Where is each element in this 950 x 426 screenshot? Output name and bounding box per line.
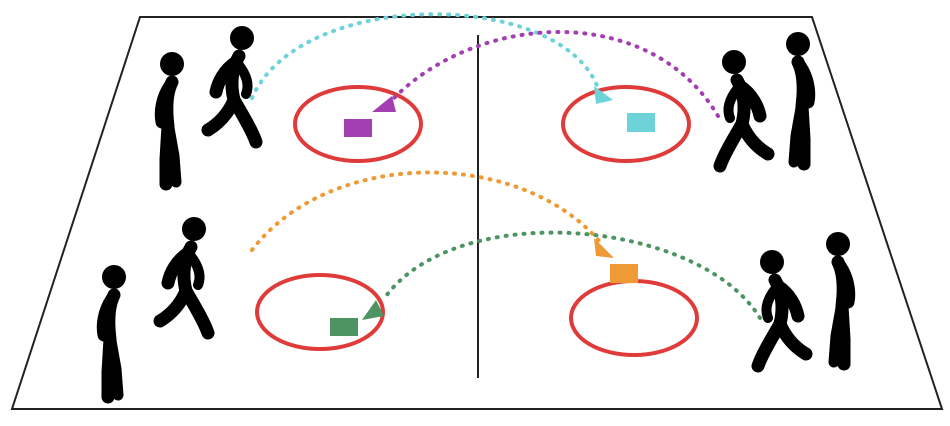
orange-marker bbox=[610, 264, 638, 283]
cyan-arrowhead bbox=[594, 86, 613, 104]
green-throw-arc bbox=[384, 230, 762, 320]
purple-marker bbox=[344, 119, 372, 137]
zone-left-top bbox=[293, 85, 423, 163]
cyan-throw-arc bbox=[250, 12, 600, 100]
orange-throw-arc bbox=[250, 170, 602, 252]
orange-arrowhead bbox=[594, 238, 614, 258]
zone-right-top bbox=[561, 85, 691, 163]
zone-left-bottom bbox=[255, 273, 385, 351]
green-arrowhead bbox=[362, 300, 384, 320]
green-marker bbox=[330, 318, 358, 336]
purple-arrowhead bbox=[372, 96, 396, 112]
cyan-marker bbox=[627, 113, 655, 132]
